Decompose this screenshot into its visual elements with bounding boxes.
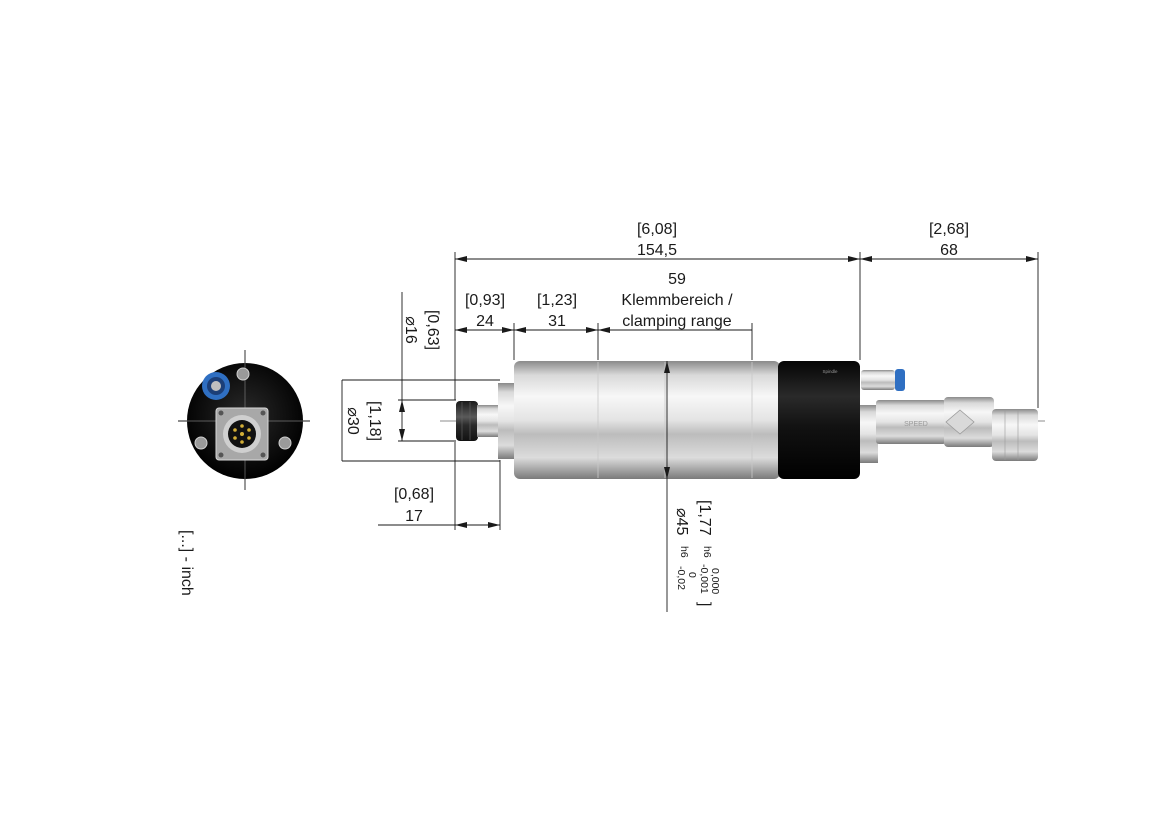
nose-diameter-inch: [1,18]: [366, 401, 383, 441]
nose-diameter-mm: ⌀30: [344, 407, 361, 435]
body-diameter-inch-tol-tag: h6: [701, 546, 713, 558]
connector-length-mm: 68: [940, 242, 958, 259]
power-connector-side: SPEED: [860, 397, 1038, 463]
front-offset-inch: [0,68]: [394, 486, 434, 503]
body-diameter-inch-tol-lower: -0,001: [698, 564, 710, 594]
front-offset-mm: 17: [405, 508, 423, 525]
body-diameter-inch-tol-upper: 0,000: [709, 568, 721, 594]
spindle-nose: [498, 383, 515, 459]
collet-diameter-inch: [0,63]: [424, 310, 441, 350]
body-diameter-mm-tol-lower: -0,02: [675, 566, 687, 590]
body-diameter-mm-tol-tag: h6: [678, 546, 690, 558]
unit-legend: [...] - inch: [178, 530, 195, 596]
overall-length-inch: [6,08]: [637, 221, 677, 238]
overall-length-mm: 154,5: [637, 242, 677, 259]
collar-length-inch: [1,23]: [537, 292, 577, 309]
body-diameter-mm: ⌀45: [673, 508, 690, 536]
motor-housing: [778, 361, 860, 479]
body-diameter-mm-tol-upper: 0: [686, 572, 698, 578]
body-diameter-inch: [1,77: [696, 500, 713, 536]
air-fitting-icon: [202, 372, 230, 400]
clamping-range-label-de: Klemmbereich /: [621, 292, 733, 309]
nose-length-mm: 24: [476, 313, 494, 330]
end-view: [178, 350, 310, 490]
screw-icon: [194, 436, 208, 450]
body-diameter-inch-group: [1,77 h6 0,000 -0,001 ]: [696, 500, 721, 606]
nose-length-inch: [0,93]: [465, 292, 505, 309]
collet-nut: [456, 401, 478, 441]
clamping-range-label-en: clamping range: [622, 313, 732, 330]
body-diameter-mm-group: ⌀45 h6 0 -0,02: [673, 508, 698, 590]
screw-icon: [278, 436, 292, 450]
svg-text:SPEED: SPEED: [904, 421, 928, 428]
power-connector-icon: [215, 407, 269, 461]
spindle-side-view: Spindle SPEED: [440, 361, 1045, 479]
clamping-range-mm: 59: [668, 271, 686, 288]
spindle-body: [514, 361, 780, 479]
collar-length-mm: 31: [548, 313, 566, 330]
shaft-neck: [477, 405, 499, 437]
air-fitting-side-icon: [861, 369, 905, 391]
body-diameter-inch-close: ]: [696, 602, 713, 606]
dimension-lines: [341, 252, 1039, 612]
collet-diameter-mm: ⌀16: [402, 316, 419, 344]
connector-length-inch: [2,68]: [929, 221, 969, 238]
screw-icon: [236, 367, 250, 381]
svg-text:Spindle: Spindle: [822, 369, 838, 374]
